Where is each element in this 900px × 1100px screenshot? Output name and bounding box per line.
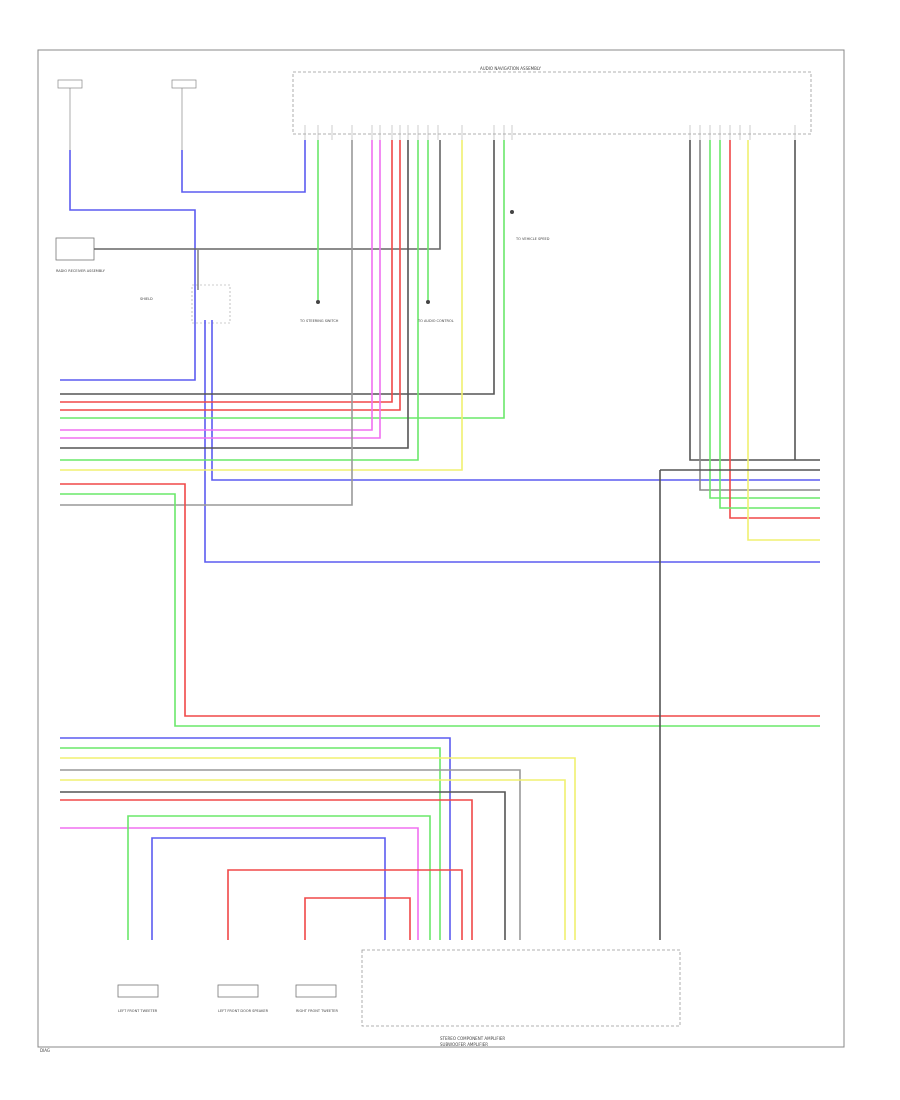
wire-green-7 [719, 140, 820, 509]
wire-blue-2 [181, 140, 306, 193]
junction-dots [316, 210, 514, 304]
ground-label-3: TO VEHICLE SPEED [515, 237, 550, 241]
wire-black-1 [94, 140, 441, 250]
wire-black-3 [60, 140, 409, 449]
wire-pink-2 [60, 140, 381, 439]
ground-label-2: TO AUDIO CONTROL [417, 319, 454, 323]
wire-gray-3 [699, 140, 820, 491]
wire-red-5 [60, 799, 473, 940]
page-ref: DIAG [40, 1048, 50, 1053]
left-receiver-box [55, 237, 95, 261]
wire-blue-6 [151, 837, 386, 940]
wire-black-4 [689, 140, 820, 461]
speaker-group [117, 984, 337, 998]
wire-green-1 [60, 140, 505, 419]
wire-red-6 [227, 869, 463, 940]
wire-blue-5 [60, 737, 451, 940]
top-pins [304, 125, 796, 140]
wire-blue-4 [204, 320, 820, 563]
wire-blue-1 [60, 150, 196, 381]
wire-gray-4 [60, 769, 521, 940]
wire-gray-2 [60, 140, 353, 506]
wire-yellow-4 [60, 779, 566, 940]
wire-red-7 [304, 897, 411, 940]
bottom-connector-label: STEREO COMPONENT AMPLIFIER [440, 1036, 505, 1041]
wire-red-2 [60, 140, 401, 411]
wires [60, 140, 820, 940]
top-left-switches [57, 79, 197, 150]
wire-yellow-2 [747, 140, 820, 541]
ground-label-1: TO STEERING SWITCH [299, 319, 339, 323]
wire-red-4 [729, 140, 820, 519]
wire-yellow-3 [60, 757, 576, 940]
mid-connector-label: SHIELD [140, 297, 153, 301]
bottom-connector-box [361, 949, 681, 1027]
wire-red-1 [60, 140, 393, 403]
wire-black-8 [60, 791, 506, 940]
outer-frame [37, 49, 845, 1048]
wire-green-8 [60, 747, 441, 940]
bottom-connector-sub: SUBWOOFER AMPLIFIER [440, 1042, 488, 1047]
wire-green-6 [709, 140, 820, 499]
wire-red-3 [60, 483, 820, 717]
mid-connector [191, 284, 231, 324]
wire-pink-3 [60, 827, 419, 940]
wire-green-9 [127, 815, 431, 940]
wire-yellow-1 [60, 140, 463, 471]
wire-pink-1 [60, 140, 373, 431]
wire-green-2 [60, 140, 419, 461]
wire-green-3 [60, 493, 820, 727]
left-box-label: RADIO RECEIVER ASSEMBLY [56, 269, 106, 273]
wire-blue-3 [211, 320, 820, 481]
speaker-1-label: LEFT FRONT TWEETER [118, 1009, 158, 1013]
top-connector-label: AUDIO NAVIGATION ASSEMBLY [480, 66, 542, 71]
speaker-3-label: RIGHT FRONT TWEETER [296, 1009, 338, 1013]
speaker-2-label: LEFT FRONT DOOR SPEAKER [218, 1009, 269, 1013]
wire-black-2 [60, 140, 495, 395]
top-connector-box [292, 71, 812, 135]
